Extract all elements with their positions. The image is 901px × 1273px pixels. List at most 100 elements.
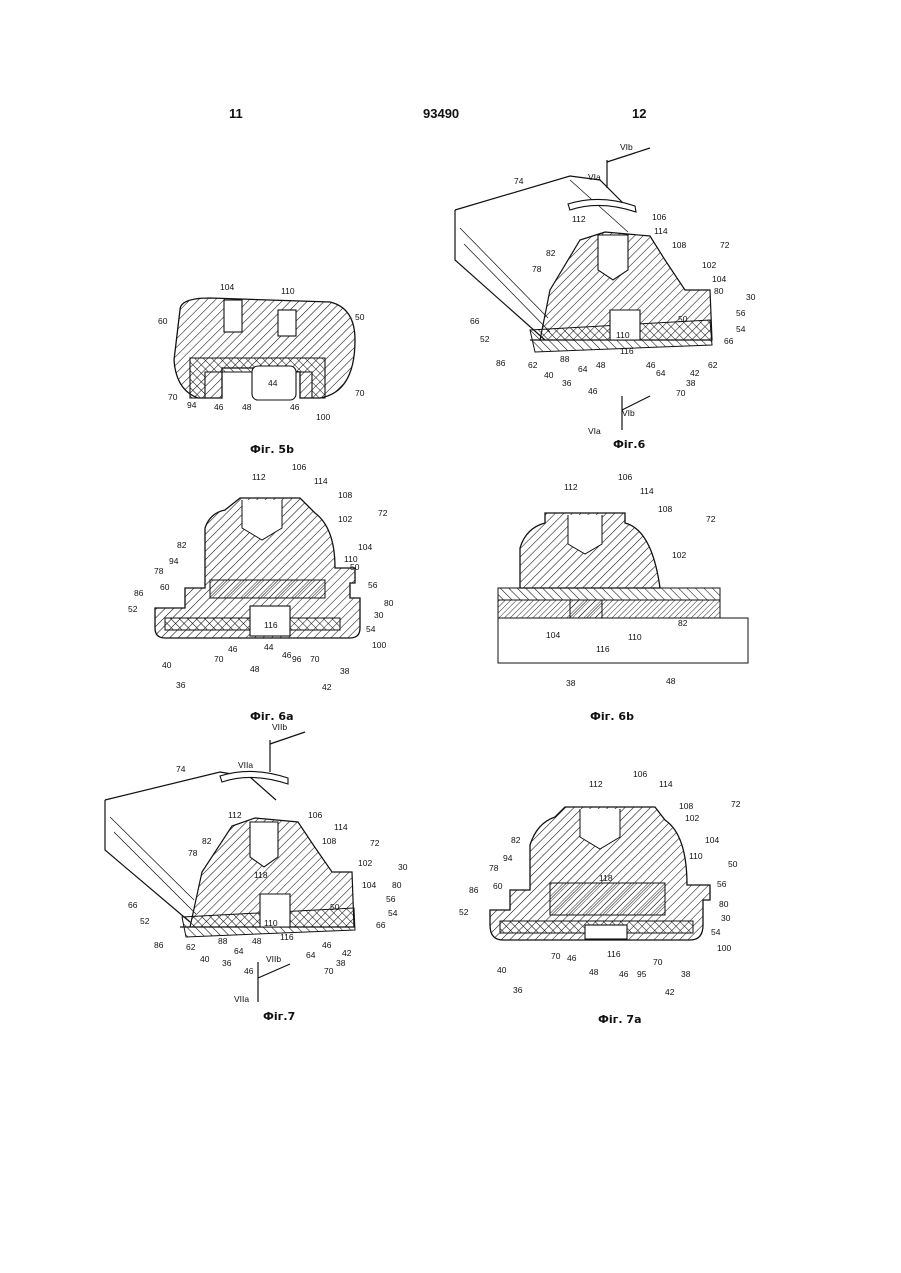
- label: 56: [736, 308, 746, 318]
- label: 70: [214, 654, 224, 664]
- label: 72: [720, 240, 730, 250]
- label: 38: [340, 666, 350, 676]
- label: 66: [376, 920, 386, 930]
- label: 100: [372, 640, 386, 650]
- label: 42: [322, 682, 332, 692]
- label: 118: [599, 873, 613, 883]
- label: 64: [306, 950, 316, 960]
- label: 78: [532, 264, 542, 274]
- label: 112: [564, 482, 578, 492]
- label: 114: [659, 779, 673, 789]
- figure-7a-drawing: 112 106 114 108 72 102 82 104 94 110 78 …: [455, 765, 745, 1005]
- label: 86: [496, 358, 506, 368]
- label: 66: [724, 336, 734, 346]
- label: 114: [640, 486, 654, 496]
- label: 46: [588, 386, 598, 396]
- label: 114: [654, 226, 668, 236]
- label: 50: [678, 314, 688, 324]
- label: 88: [218, 936, 228, 946]
- caption-fig-6: Фіг.6: [613, 438, 645, 451]
- label: 70: [168, 392, 178, 402]
- label: 106: [618, 472, 632, 482]
- figure-6: VIb VIa 74 112 106 114 108 72 82 102 78 …: [450, 140, 770, 440]
- patent-number: 93490: [423, 106, 459, 121]
- label: 108: [658, 504, 672, 514]
- label: 74: [514, 176, 524, 186]
- label: 104: [358, 542, 372, 552]
- page-number-left: 11: [229, 106, 243, 121]
- label: 114: [314, 476, 328, 486]
- label: VIIa: [238, 760, 253, 770]
- label: 46: [282, 650, 292, 660]
- label: 70: [324, 966, 334, 976]
- label: 42: [342, 948, 352, 958]
- label: 80: [392, 880, 402, 890]
- label: 80: [714, 286, 724, 296]
- label: 104: [705, 835, 719, 845]
- label: 104: [712, 274, 726, 284]
- page-number-right: 12: [632, 106, 646, 121]
- label: 40: [544, 370, 554, 380]
- label: 62: [708, 360, 718, 370]
- label: 80: [384, 598, 394, 608]
- label: 64: [578, 364, 588, 374]
- label: 106: [308, 810, 322, 820]
- label: 46: [228, 644, 238, 654]
- label: 46: [214, 402, 224, 412]
- label: 72: [378, 508, 388, 518]
- label: 42: [665, 987, 675, 997]
- label: 52: [459, 907, 469, 917]
- label: 116: [620, 346, 634, 356]
- label: 40: [497, 965, 507, 975]
- label: 60: [493, 881, 503, 891]
- label: 52: [140, 916, 150, 926]
- label: 108: [338, 490, 352, 500]
- label: 56: [717, 879, 727, 889]
- label: 70: [551, 951, 561, 961]
- figure-7: VIIb VIIa 74 112 106 114 72 108 82 78 10…: [100, 722, 420, 1012]
- label: 36: [562, 378, 572, 388]
- label: 110: [264, 918, 278, 928]
- label: 72: [731, 799, 741, 809]
- label: 94: [169, 556, 179, 566]
- label: 54: [388, 908, 398, 918]
- label: 70: [310, 654, 320, 664]
- label: 78: [188, 848, 198, 858]
- label: 64: [234, 946, 244, 956]
- label: 82: [546, 248, 556, 258]
- figure-5b-drawing: 104 110 60 50 70 94 46 48 46 100 70 44: [150, 280, 380, 420]
- label: 82: [678, 618, 688, 628]
- caption-fig-6b: Фіг. 6b: [590, 710, 634, 723]
- label: 46: [244, 966, 254, 976]
- label: 96: [292, 654, 302, 664]
- label: 48: [250, 664, 260, 674]
- label: VIIb: [266, 954, 281, 964]
- label: 108: [672, 240, 686, 250]
- label: 72: [706, 514, 716, 524]
- label: 50: [355, 312, 365, 322]
- label: 102: [702, 260, 716, 270]
- label: 88: [560, 354, 570, 364]
- label: 78: [489, 863, 499, 873]
- label: 52: [480, 334, 490, 344]
- caption-fig-7a: Фіг. 7a: [598, 1013, 642, 1026]
- label: 102: [672, 550, 686, 560]
- label: VIIa: [234, 994, 249, 1004]
- label: VIa: [588, 172, 601, 182]
- label: 66: [128, 900, 138, 910]
- label: 100: [717, 943, 731, 953]
- label: 40: [200, 954, 210, 964]
- label: 112: [572, 214, 586, 224]
- label: 104: [546, 630, 560, 640]
- label: 54: [366, 624, 376, 634]
- label: 112: [589, 779, 603, 789]
- label: 38: [681, 969, 691, 979]
- label: 38: [686, 378, 696, 388]
- figure-7a: 112 106 114 108 72 102 82 104 94 110 78 …: [455, 765, 745, 1005]
- label: 114: [334, 822, 348, 832]
- label: 70: [653, 957, 663, 967]
- label: 42: [690, 368, 700, 378]
- label: 86: [154, 940, 164, 950]
- label: 38: [566, 678, 576, 688]
- label: 106: [292, 462, 306, 472]
